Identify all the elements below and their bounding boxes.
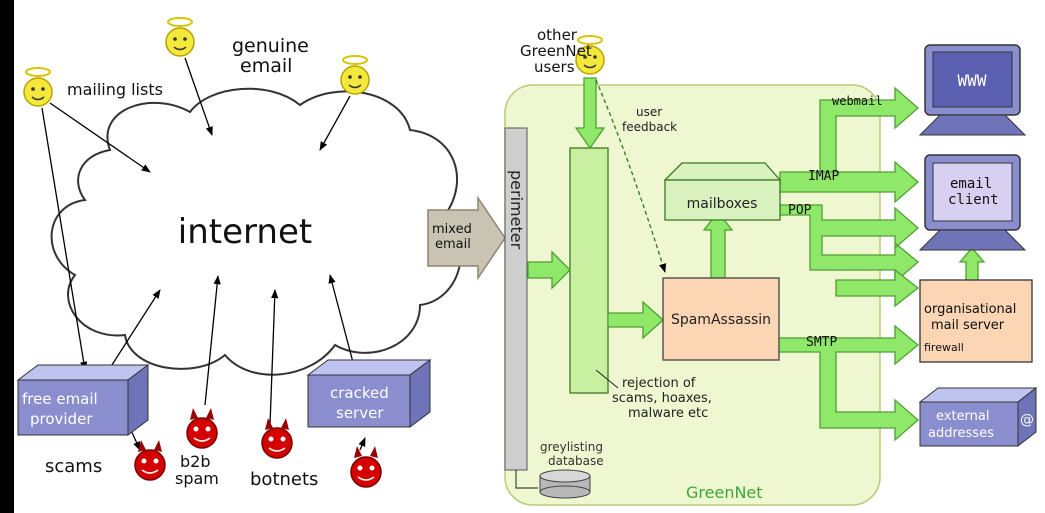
angel-icon (575, 35, 605, 75)
devil-icon (261, 418, 293, 459)
green-flow-arrows (527, 77, 986, 442)
spamassassin-box (662, 277, 780, 361)
botnets-label: botnets (250, 469, 318, 490)
greylisting-database-icon (539, 469, 591, 499)
perimeter-bar: perimeter (504, 127, 528, 471)
devil-icon (350, 446, 382, 488)
rejection-filter-column (569, 147, 609, 394)
mailboxes-label: mailboxes (687, 196, 758, 212)
genuine-email-arrows (41, 57, 366, 451)
devil-icon (134, 440, 166, 481)
at-sign-icon: @ (1020, 412, 1034, 428)
greylist-connector (515, 470, 538, 489)
angel-icon (340, 55, 370, 95)
imap-label: IMAP (808, 169, 839, 184)
devil-icon (186, 408, 218, 449)
webmail-label: webmail (832, 94, 883, 108)
angel-icon (23, 67, 53, 107)
angel-icon (165, 17, 195, 57)
internet-label: internet (178, 212, 312, 252)
user-feedback-arrow (595, 79, 667, 273)
greennet-label: GreenNet (686, 483, 763, 502)
perimeter-label: perimeter (507, 170, 526, 250)
rejection-pointer (595, 369, 619, 389)
www-monitor-icon: WWW (918, 44, 1027, 136)
internet-cloud (50, 87, 462, 376)
mailboxes-box: mailboxes (663, 162, 782, 221)
spamassassin-label: SpamAssassin (671, 312, 771, 328)
scams-label: scams (45, 456, 102, 477)
firewall-label: firewall (924, 341, 964, 354)
www-label: WWW (958, 71, 987, 90)
smtp-label: SMTP (806, 335, 837, 350)
mailing-lists-label: mailing lists (67, 80, 163, 99)
pop-label: POP (788, 203, 812, 218)
